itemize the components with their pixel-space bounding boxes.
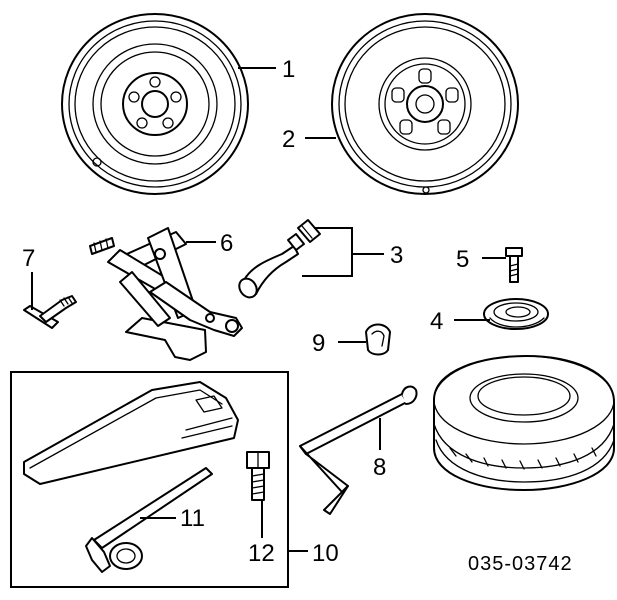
spare-holder-part-4 [483, 298, 549, 330]
callout-9: 9 [312, 330, 325, 357]
callout-2: 2 [282, 126, 295, 153]
scissor-jack-part-6 [89, 227, 243, 361]
clip-part-9 [365, 323, 391, 356]
callout-4: 4 [430, 308, 443, 335]
callout-labels: 1 2 6 3 5 7 4 9 8 11 12 10 [22, 56, 469, 567]
callout-3: 3 [390, 242, 403, 269]
jack-handle-part-8 [299, 385, 418, 515]
spare-tire [433, 355, 615, 491]
bolt-part-5 [505, 247, 523, 283]
leader-lines [31, 67, 506, 552]
callout-1: 1 [282, 56, 295, 83]
steel-wheel-part-1 [61, 13, 249, 195]
callout-7: 7 [22, 245, 35, 272]
callout-10: 10 [312, 540, 339, 567]
kit-bolt-part-12 [246, 451, 270, 501]
callout-5: 5 [456, 246, 469, 273]
lug-wrench-part-11 [85, 467, 213, 573]
callout-6: 6 [220, 230, 233, 257]
callout-11: 11 [180, 505, 205, 532]
tool-bag [23, 381, 239, 485]
diagram-code: 035-03742 [468, 553, 573, 575]
lug-bolt-part-7 [23, 295, 77, 329]
tool-kit-box [10, 371, 289, 588]
alloy-wheel-part-2 [331, 13, 519, 195]
valve-stem-part-3 [238, 219, 321, 299]
callout-8: 8 [373, 454, 386, 481]
callout-12: 12 [248, 540, 275, 567]
